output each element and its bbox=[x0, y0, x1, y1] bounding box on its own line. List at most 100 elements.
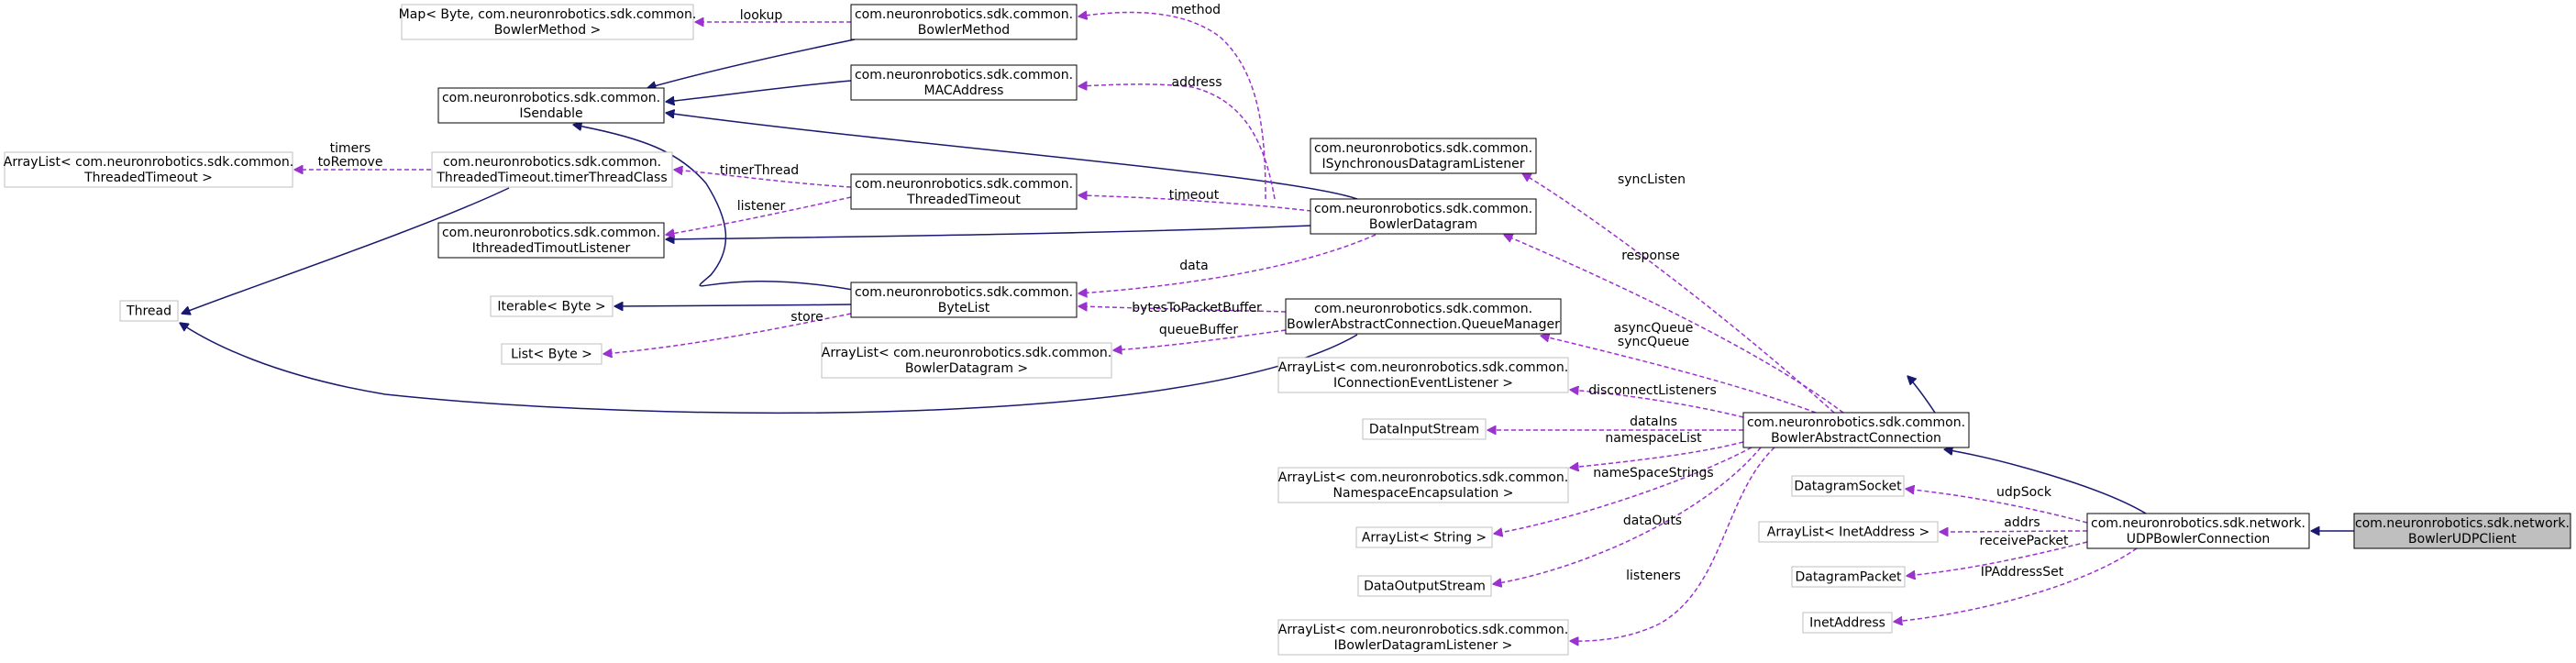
class-node-ithreaded-timout-listener[interactable]: com.neuronrobotics.sdk.common.IthreadedT… bbox=[437, 222, 665, 259]
edge-label-data-outs: dataOuts bbox=[1623, 514, 1682, 528]
edge-receivepacket bbox=[1907, 541, 2088, 576]
class-node-label: Map< Byte, com.neuronrobotics.sdk.common… bbox=[399, 7, 697, 22]
class-node-box bbox=[1791, 475, 1905, 497]
edge-timeout bbox=[1078, 195, 1312, 212]
edge-label-namespace-list: namespaceList bbox=[1605, 431, 1702, 446]
edge-label-method: method bbox=[1171, 3, 1221, 17]
class-node-label: BowlerMethod bbox=[918, 23, 1010, 38]
edge-label-text: queueBuffer bbox=[1159, 323, 1239, 337]
class-node-label: ISendable bbox=[519, 106, 582, 121]
class-node-label: ArrayList< com.neuronrobotics.sdk.common… bbox=[822, 346, 1111, 360]
edge-ipaddressset bbox=[1894, 547, 2138, 622]
class-node-label: com.neuronrobotics.sdk.common. bbox=[855, 177, 1073, 192]
edge-addrs bbox=[1940, 531, 2088, 532]
class-node-box bbox=[4, 151, 293, 188]
edge-label-text: dataOuts bbox=[1623, 514, 1682, 528]
class-node-label: com.neuronrobotics.sdk.common. bbox=[855, 285, 1073, 300]
edge-timerthread-thread bbox=[182, 187, 510, 314]
class-node-box bbox=[437, 222, 665, 259]
edge-listeners bbox=[1570, 447, 1775, 641]
edge-label-text: addrs bbox=[2004, 515, 2040, 530]
class-node-label: com.neuronrobotics.sdk.common. bbox=[442, 226, 660, 240]
edge-label-text: data bbox=[1179, 259, 1209, 273]
class-node-label: com.neuronrobotics.sdk.common. bbox=[855, 7, 1073, 22]
edge-label-text: listeners bbox=[1626, 569, 1681, 583]
class-node-arraylist-connection-event-listener: ArrayList< com.neuronrobotics.sdk.common… bbox=[1277, 357, 1569, 393]
edge-timerthread bbox=[674, 170, 852, 188]
class-node-list-byte: List< Byte > bbox=[501, 343, 603, 365]
class-node-box bbox=[1277, 357, 1569, 393]
edge-namespacelist bbox=[1570, 441, 1744, 468]
edge-bytestopacketbuffer bbox=[1078, 306, 1287, 313]
class-node-box bbox=[1758, 521, 1939, 543]
class-node-box bbox=[1310, 198, 1537, 235]
edge-label-text: bytesToPacketBuffer bbox=[1132, 301, 1262, 315]
class-node-byte-list[interactable]: com.neuronrobotics.sdk.common.ByteList bbox=[850, 282, 1078, 318]
edge-label-text: disconnectListeners bbox=[1588, 383, 1717, 398]
class-node-label: DataInputStream bbox=[1369, 423, 1479, 437]
class-node-map-byte-bowlermethod: Map< Byte, com.neuronrobotics.sdk.common… bbox=[399, 4, 697, 40]
class-node-bowler-method[interactable]: com.neuronrobotics.sdk.common.BowlerMeth… bbox=[850, 4, 1078, 40]
class-node-inet-address: InetAddress bbox=[1802, 612, 1893, 634]
class-node-udp-bowler-connection[interactable]: com.neuronrobotics.sdk.network.UDPBowler… bbox=[2086, 513, 2310, 549]
edge-label-text: response bbox=[1621, 249, 1680, 263]
class-node-arraylist-threaded-timeout: ArrayList< com.neuronrobotics.sdk.common… bbox=[4, 151, 293, 188]
edge-bowlerdatagram-ithreaded bbox=[666, 225, 1312, 239]
class-node-label: ISynchronousDatagramListener bbox=[1322, 157, 1525, 171]
edge-label-addrs: addrs bbox=[2004, 515, 2040, 530]
class-node-label: ArrayList< com.neuronrobotics.sdk.common… bbox=[4, 155, 293, 170]
class-node-isendable[interactable]: com.neuronrobotics.sdk.common.ISendable bbox=[437, 87, 665, 124]
class-node-bowler-udp-client: com.neuronrobotics.sdk.network.BowlerUDP… bbox=[2353, 513, 2571, 549]
edge-label-text: timerThread bbox=[720, 163, 799, 178]
class-node-label: ArrayList< com.neuronrobotics.sdk.common… bbox=[1278, 623, 1568, 637]
edge-label-queue-buffer: queueBuffer bbox=[1159, 323, 1239, 337]
class-node-queue-manager[interactable]: com.neuronrobotics.sdk.common.BowlerAbst… bbox=[1285, 298, 1562, 335]
class-node-label: BowlerDatagram bbox=[1369, 217, 1477, 232]
edge-label-text: namespaceList bbox=[1605, 431, 1702, 446]
edge-udp-abstractconnection bbox=[1944, 449, 2147, 514]
class-node-label: IConnectionEventListener > bbox=[1333, 376, 1513, 391]
edge-async-syncqueue bbox=[1541, 336, 1817, 414]
edge-label-lookup: lookup bbox=[740, 8, 783, 23]
class-node-isynchronous-datagram-listener[interactable]: com.neuronrobotics.sdk.common.ISynchrono… bbox=[1310, 138, 1537, 174]
edge-synclisten bbox=[1522, 173, 1835, 414]
edge-label-listener: listener bbox=[737, 199, 786, 214]
class-node-data-input-stream: DataInputStream bbox=[1362, 418, 1487, 440]
class-node-label: BowlerAbstractConnection.QueueManager bbox=[1287, 317, 1560, 332]
class-node-box bbox=[431, 151, 673, 188]
class-node-label: ArrayList< com.neuronrobotics.sdk.common… bbox=[1278, 470, 1568, 485]
class-node-box bbox=[119, 300, 179, 322]
class-node-label: com.neuronrobotics.sdk.common. bbox=[1314, 202, 1532, 216]
edge-label-text: toRemove bbox=[318, 155, 383, 170]
edge-label-text: syncQueue bbox=[1618, 335, 1689, 349]
edge-label-text: receivePacket bbox=[1980, 534, 2069, 548]
class-node-bowler-abstract-connection[interactable]: com.neuronrobotics.sdk.common.BowlerAbst… bbox=[1742, 412, 1970, 448]
edge-label-udp-sock: udpSock bbox=[1996, 485, 2052, 500]
edge-label-sync-listen: syncListen bbox=[1618, 172, 1686, 187]
edge-label-text: method bbox=[1171, 3, 1221, 17]
edge-label-text: IPAddressSet bbox=[1981, 565, 2064, 580]
edge-label-text: listener bbox=[737, 199, 786, 214]
class-node-label: IBowlerDatagramListener > bbox=[1334, 638, 1513, 653]
edge-method bbox=[1078, 12, 1266, 200]
class-node-label: DatagramPacket bbox=[1795, 570, 1902, 585]
class-node-label: BowlerUDPClient bbox=[2408, 532, 2516, 547]
class-node-threaded-timeout[interactable]: com.neuronrobotics.sdk.common.ThreadedTi… bbox=[850, 173, 1078, 210]
class-node-box bbox=[821, 342, 1112, 379]
class-node-label: NamespaceEncapsulation > bbox=[1333, 486, 1514, 501]
class-node-arraylist-bowler-datagram-listener: ArrayList< com.neuronrobotics.sdk.common… bbox=[1277, 619, 1569, 656]
edge-store bbox=[603, 313, 852, 354]
edge-disconnectlisteners bbox=[1570, 390, 1744, 418]
class-node-box bbox=[501, 343, 603, 365]
class-node-label: UDPBowlerConnection bbox=[2127, 532, 2271, 547]
class-node-bowler-datagram[interactable]: com.neuronrobotics.sdk.common.BowlerData… bbox=[1310, 198, 1537, 235]
class-node-label: List< Byte > bbox=[511, 348, 592, 362]
edge-label-data: data bbox=[1179, 259, 1209, 273]
edge-label-text: nameSpaceStrings bbox=[1593, 466, 1713, 481]
class-node-mac-address[interactable]: com.neuronrobotics.sdk.common.MACAddress bbox=[850, 64, 1078, 101]
edge-label-text: lookup bbox=[740, 8, 783, 23]
class-node-box bbox=[850, 282, 1078, 318]
edge-label-receive-packet: receivePacket bbox=[1980, 534, 2069, 548]
